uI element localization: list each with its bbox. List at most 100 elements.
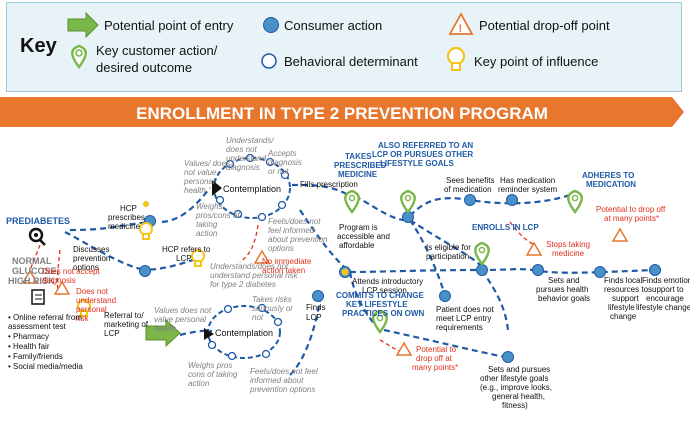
svg-text:NORMAL: NORMAL	[12, 256, 52, 266]
svg-text:affordable: affordable	[339, 241, 375, 250]
svg-text:resources to: resources to	[604, 285, 649, 294]
svg-text:Understands/does not: Understands/does not	[210, 262, 289, 271]
contemplation-bottom-label: Contemplation	[215, 328, 273, 338]
svg-text:Sets and pursues: Sets and pursues	[488, 365, 550, 374]
svg-text:Values does not: Values does not	[154, 306, 212, 315]
svg-text:Potential to drop off: Potential to drop off	[596, 205, 666, 214]
svg-text:participation: participation	[426, 252, 469, 261]
svg-text:LCP session: LCP session	[362, 286, 407, 295]
pin-adheres	[567, 189, 583, 215]
svg-text:LIFESTYLE GOALS: LIFESTYLE GOALS	[380, 159, 454, 168]
svg-text:general health,: general health,	[492, 392, 545, 401]
svg-text:LCP: LCP	[104, 329, 120, 338]
svg-text:LCP OR PURSUES OTHER: LCP OR PURSUES OTHER	[372, 150, 473, 159]
svg-text:Is eligible for: Is eligible for	[426, 243, 471, 252]
svg-text:drop off at: drop off at	[416, 354, 453, 363]
svg-text:seriously or: seriously or	[252, 304, 293, 313]
svg-text:ENROLLS IN LCP: ENROLLS IN LCP	[472, 223, 539, 232]
svg-text:Referral to/: Referral to/	[104, 311, 144, 320]
svg-text:medicine: medicine	[552, 249, 585, 258]
svg-text:taking: taking	[196, 220, 218, 229]
svg-text:prevention options: prevention options	[249, 385, 315, 394]
bulb-hcp-prescribes	[139, 222, 153, 240]
svg-text:of medication: of medication	[444, 185, 492, 194]
svg-text:meet LCP entry: meet LCP entry	[436, 314, 491, 323]
pin-takes-medicine	[344, 189, 360, 215]
diagram-labels: PREDIABETES NORMAL GLUCOSE; HIGH RISK HC…	[6, 136, 690, 410]
svg-text:prevention: prevention	[73, 254, 110, 263]
key-consumer-label: Consumer action	[284, 18, 382, 33]
svg-text:diagnosis: diagnosis	[268, 158, 302, 167]
svg-text:pros/cons of: pros/cons of	[195, 211, 240, 220]
svg-text:understand: understand	[76, 296, 116, 305]
pin-enrolls	[474, 241, 490, 267]
svg-text:assessment test: assessment test	[8, 322, 67, 331]
svg-text:Fills prescription: Fills prescription	[300, 180, 358, 189]
svg-text:Program is: Program is	[339, 223, 378, 232]
svg-text:or not: or not	[268, 167, 289, 176]
svg-text:personal: personal	[76, 305, 107, 314]
bulb-hcp-refers	[191, 249, 205, 267]
key-influence-label: Key point of influence	[474, 54, 598, 69]
svg-text:options: options	[268, 244, 294, 253]
svg-text:behavior goals: behavior goals	[538, 294, 590, 303]
svg-text:HCP refers to: HCP refers to	[162, 245, 211, 254]
svg-text:cons of taking: cons of taking	[188, 370, 238, 379]
contemplation-top-label: Contemplation	[223, 184, 281, 194]
svg-text:action: action	[196, 229, 218, 238]
svg-text:ALSO REFERRED TO AN: ALSO REFERRED TO AN	[378, 141, 473, 150]
svg-text:does not: does not	[226, 145, 257, 154]
consumer-action-icon	[263, 17, 279, 33]
svg-text:support to: support to	[648, 285, 684, 294]
svg-text:Finds emotional: Finds emotional	[642, 276, 690, 285]
svg-text:not value: not value	[184, 168, 217, 177]
behavioral-determinant-circles	[207, 153, 290, 361]
svg-text:health: health	[154, 324, 176, 333]
svg-text:No immediate: No immediate	[262, 257, 312, 266]
svg-text:HIGH RISK: HIGH RISK	[8, 276, 55, 286]
svg-text:Weighs: Weighs	[196, 202, 223, 211]
svg-text:• Health fair: • Health fair	[8, 342, 50, 351]
svg-text:encourage: encourage	[646, 294, 684, 303]
clipboard-icon	[31, 289, 45, 305]
svg-text:diagnosis: diagnosis	[42, 276, 76, 285]
svg-text:KEY LIFESTYLE: KEY LIFESTYLE	[346, 300, 408, 309]
svg-text:(e.g., improve looks,: (e.g., improve looks,	[480, 383, 552, 392]
svg-text:• Online referral from: • Online referral from	[8, 313, 82, 322]
behavioral-determinant-icon	[261, 53, 277, 69]
influence-dot-attends	[341, 268, 349, 276]
svg-text:health: health	[184, 186, 206, 195]
svg-text:MEDICINE: MEDICINE	[338, 170, 378, 179]
svg-text:LCP: LCP	[306, 313, 322, 322]
svg-text:prescribes: prescribes	[108, 213, 145, 222]
key-outcome-label-2: desired outcome	[96, 60, 192, 75]
svg-text:Takes risks: Takes risks	[252, 295, 292, 304]
svg-text:marketing of: marketing of	[104, 320, 149, 329]
svg-text:Patient does not: Patient does not	[436, 305, 495, 314]
dropoff-warning-icon: !	[448, 12, 474, 35]
svg-text:action taken: action taken	[262, 266, 305, 275]
svg-text:feel informed: feel informed	[268, 226, 315, 235]
bulb-referral	[77, 299, 91, 317]
key-title: Key	[20, 35, 58, 57]
svg-text:Understands/: Understands/	[226, 136, 274, 145]
svg-text:Finds: Finds	[306, 303, 326, 312]
svg-text:PRACTICES ON OWN: PRACTICES ON OWN	[342, 309, 424, 318]
pin-also-referred	[400, 189, 416, 215]
influence-bulbs	[77, 222, 205, 317]
svg-text:lifestyle: lifestyle	[608, 303, 635, 312]
svg-text:TAKES: TAKES	[345, 152, 372, 161]
svg-text:value personal: value personal	[154, 315, 206, 324]
svg-text:medicine: medicine	[108, 222, 141, 231]
svg-text:ADHERES TO: ADHERES TO	[582, 171, 634, 180]
svg-text:Weighs pros: Weighs pros	[188, 361, 232, 370]
svg-text:about prevention: about prevention	[268, 235, 328, 244]
svg-text:at many points*: at many points*	[604, 214, 659, 223]
svg-text:pursues health: pursues health	[536, 285, 588, 294]
svg-text:for type 2 diabetes: for type 2 diabetes	[210, 280, 276, 289]
svg-text:many points*: many points*	[412, 363, 458, 372]
svg-text:Sets and: Sets and	[548, 276, 580, 285]
svg-text:Finds local: Finds local	[604, 276, 642, 285]
svg-text:!: !	[459, 23, 463, 35]
key-behavioral-label: Behavioral determinant	[284, 54, 418, 69]
